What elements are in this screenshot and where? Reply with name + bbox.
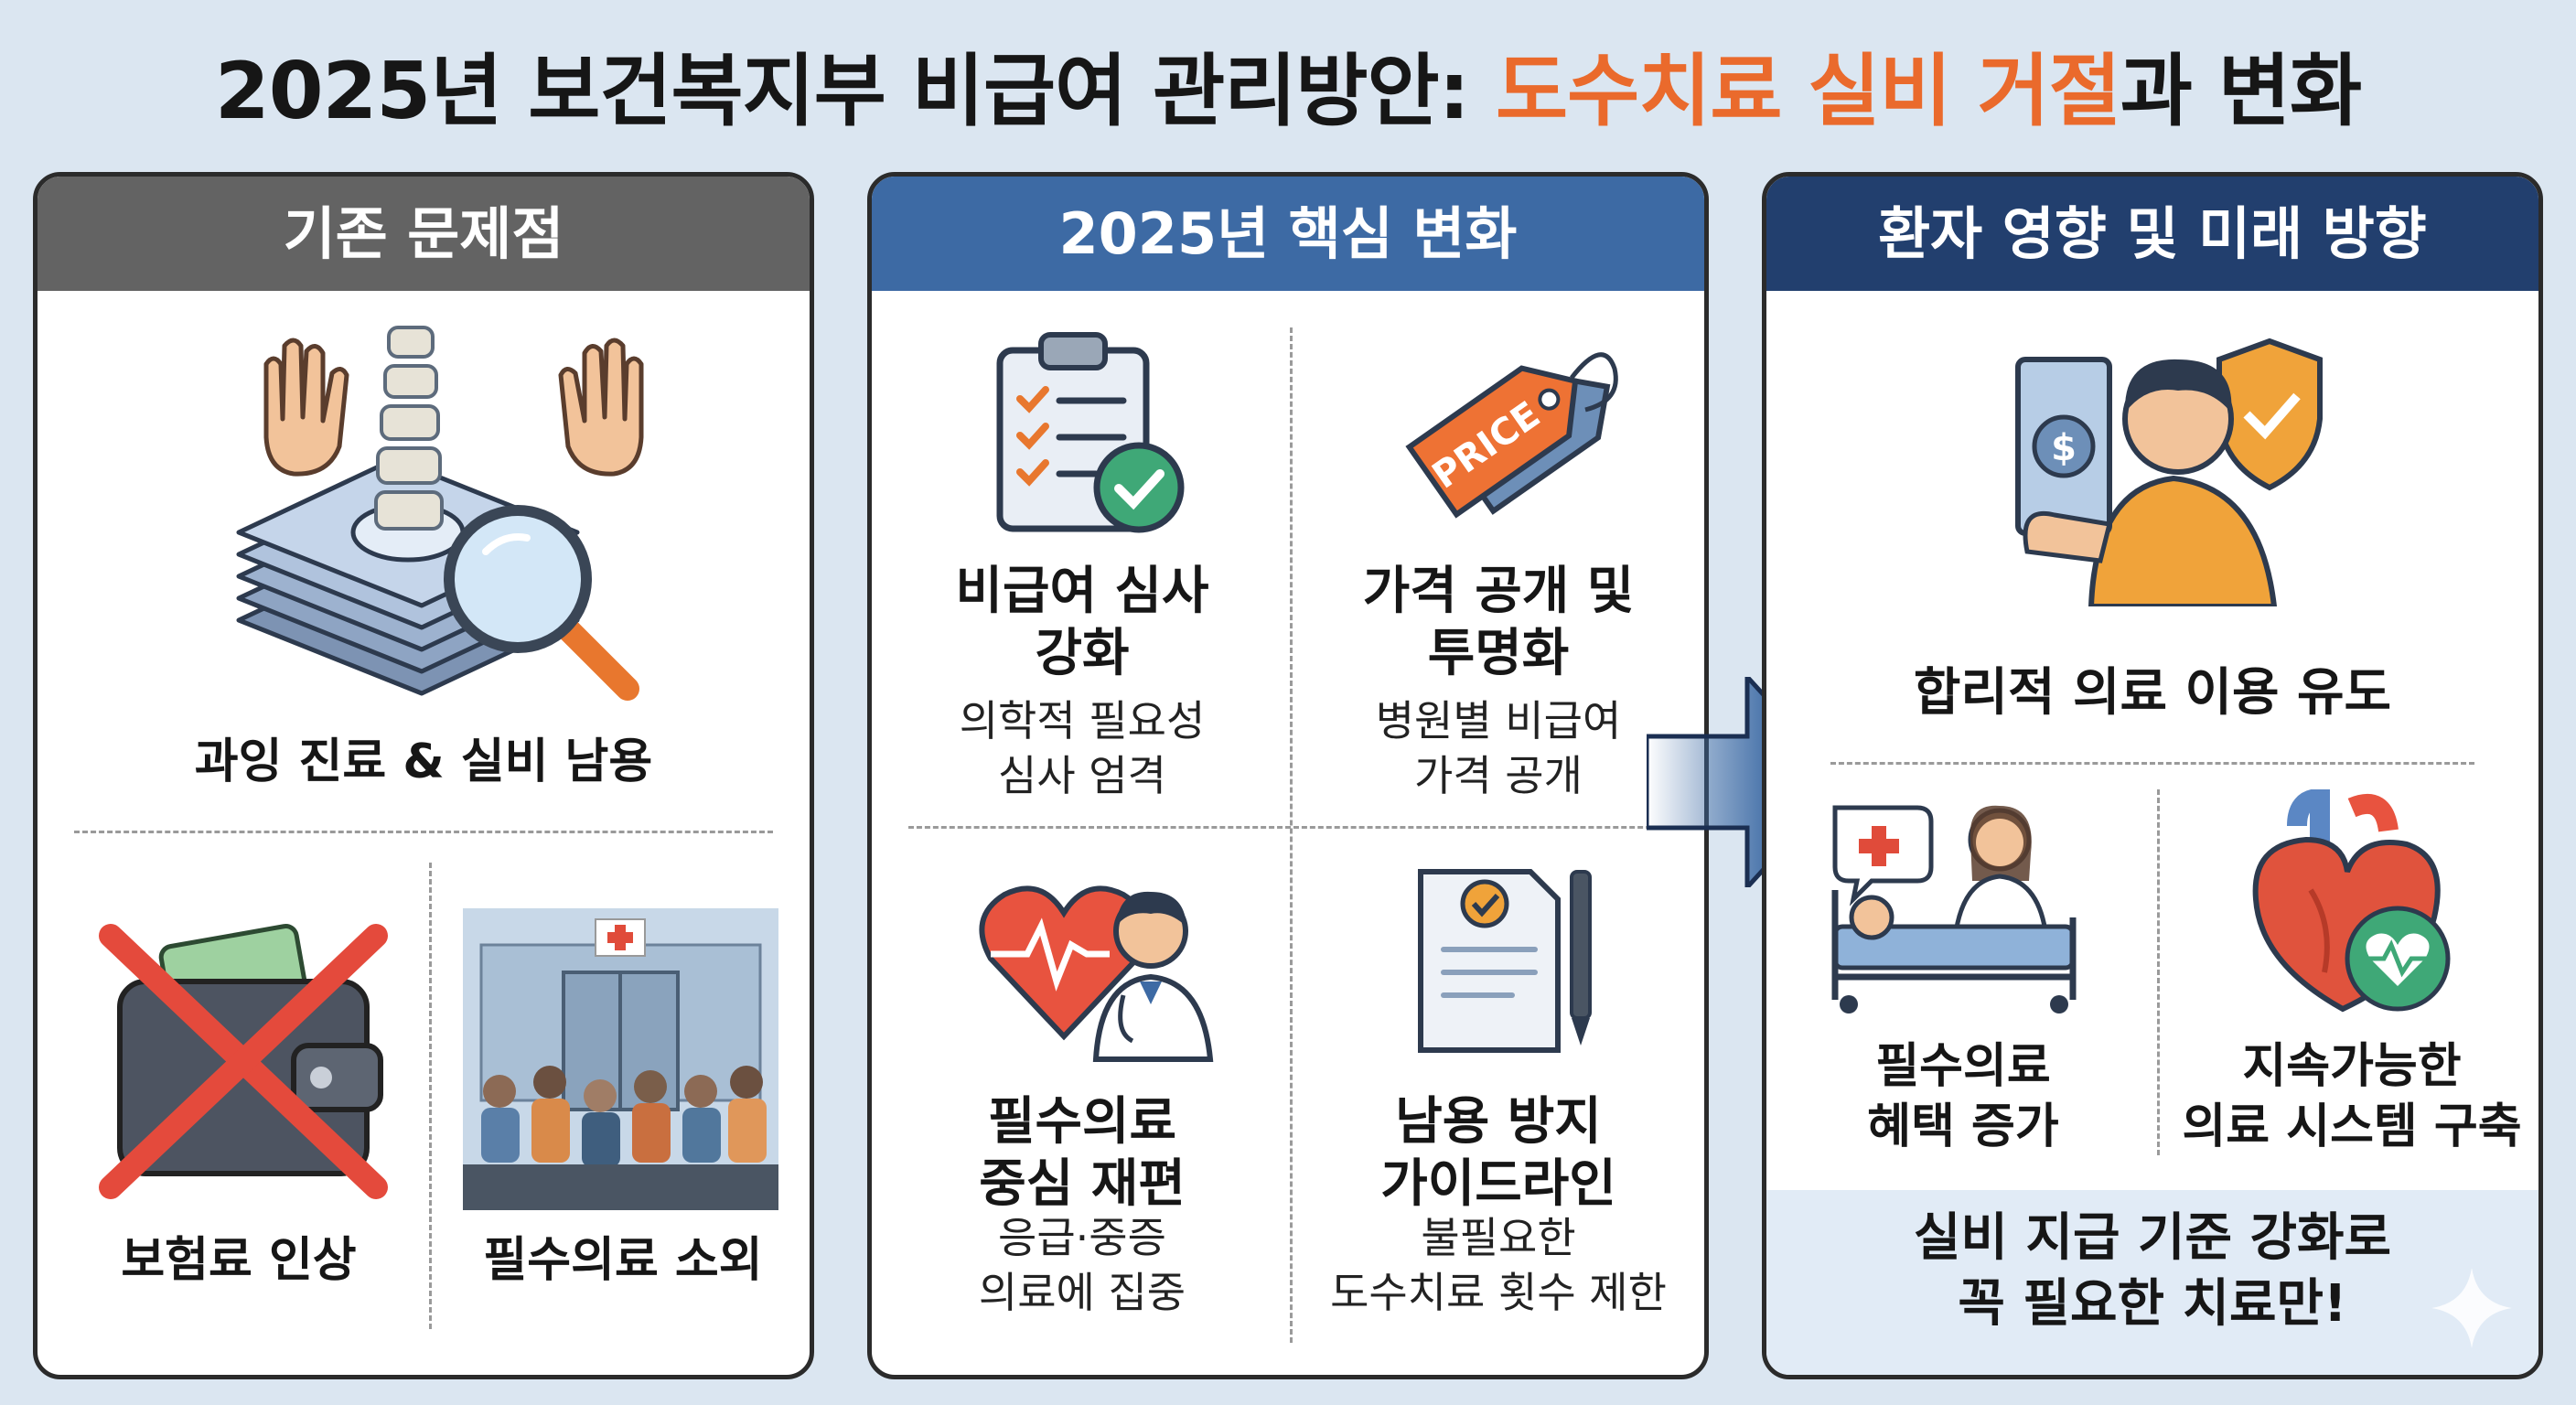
svg-text:$: $ xyxy=(2051,427,2077,469)
desc-line: 도수치료 횟수 제한 xyxy=(1330,1268,1667,1317)
money-stack-magnifier-spine-icon xyxy=(236,326,644,701)
panel-header-existing-problems: 기존 문제점 xyxy=(38,177,810,291)
title-line: 강화 xyxy=(1035,624,1130,683)
panel-header-key-changes: 2025년 핵심 변화 xyxy=(872,177,1704,291)
desc-line: 의학적 필요성 xyxy=(959,696,1206,745)
title-line: 남용 방지 xyxy=(1395,1092,1602,1152)
heart-organ-icon xyxy=(2252,789,2451,1013)
title-line: 혜택 증가 xyxy=(1867,1099,2059,1154)
desc-line: 병원별 비급여 xyxy=(1375,696,1622,745)
item-title-review: 비급여 심사 강화 xyxy=(890,561,1274,685)
desc-line: 의료에 집중 xyxy=(978,1268,1186,1317)
desc-line: 불필요한 xyxy=(1421,1213,1576,1262)
footer-line: 실비 지급 기준 강화로 xyxy=(1913,1208,2392,1268)
label-rational-use: 합리적 의료 이용 유도 xyxy=(1913,663,2392,723)
panel-key-changes-2025: 2025년 핵심 변화 비급여 심사 강화 의학적 필요성 심사 엄격 PRIC… xyxy=(867,172,1709,1379)
item-title-price: 가격 공개 및 투명화 xyxy=(1302,561,1695,685)
title-line: 필수의료 xyxy=(1875,1039,2051,1094)
panel-patient-impact: 환자 영향 및 미래 방향 $ 합리적 의료 이용 유도 필수의료 혜택 증가 xyxy=(1762,172,2543,1379)
desc-line: 가격 공개 xyxy=(1414,751,1583,800)
hospital-waiting-crowd-icon xyxy=(463,908,778,1210)
title-line: 투명화 xyxy=(1427,624,1570,683)
item-desc-essential: 응급·중증 의료에 집중 xyxy=(890,1210,1274,1320)
title-accent: 도수치료 실비 거절 xyxy=(1495,46,2121,137)
panel-header-patient-impact: 환자 영향 및 미래 방향 xyxy=(1766,177,2538,291)
panel-existing-problems: 기존 문제점 과잉 진료 & 실비 남용 xyxy=(33,172,814,1379)
item-title-essential-benefit: 필수의료 혜택 증가 xyxy=(1785,1036,2141,1157)
person-money-shield-icon: $ xyxy=(2015,338,2323,606)
divider xyxy=(74,831,773,833)
title-line: 가이드라인 xyxy=(1380,1154,1616,1214)
divider xyxy=(908,826,1668,829)
sparkle-icon xyxy=(2431,1268,2512,1348)
page-title: 2025년 보건복지부 비급여 관리방안: 도수치료 실비 거절과 변화 xyxy=(0,37,2576,146)
desc-line: 응급·중증 xyxy=(998,1213,1166,1262)
footer-line: 꼭 필요한 치료만! xyxy=(1958,1274,2347,1334)
heart-doctor-icon xyxy=(979,885,1214,1062)
title-line: 의료 시스템 구축 xyxy=(2182,1099,2522,1154)
item-desc-price: 병원별 비급여 가격 공개 xyxy=(1302,693,1695,803)
label-premium-increase: 보험료 인상 xyxy=(121,1233,357,1288)
divider xyxy=(429,863,432,1329)
title-line: 중심 재편 xyxy=(979,1154,1186,1214)
title-part2: 과 변화 xyxy=(2120,46,2362,137)
price-tag-icon: PRICE xyxy=(1405,352,1618,519)
footer-message: 실비 지급 기준 강화로 꼭 필요한 치료만! xyxy=(1766,1206,2538,1337)
item-title-guideline: 남용 방지 가이드라인 xyxy=(1302,1091,1695,1216)
document-pen-icon xyxy=(1418,869,1592,1053)
divider xyxy=(1830,762,2474,765)
item-desc-guideline: 불필요한 도수치료 횟수 제한 xyxy=(1302,1210,1695,1320)
item-desc-review: 의학적 필요성 심사 엄격 xyxy=(890,693,1274,803)
title-part1: 2025년 보건복지부 비급여 관리방안: xyxy=(214,46,1496,137)
item-title-essential: 필수의료 중심 재편 xyxy=(890,1091,1274,1216)
footer-banner xyxy=(1766,1190,2538,1375)
title-line: 지속가능한 xyxy=(2242,1039,2462,1094)
divider xyxy=(1290,327,1293,1343)
item-title-sustainable: 지속가능한 의료 시스템 구축 xyxy=(2169,1036,2535,1157)
title-line: 가격 공개 및 xyxy=(1362,562,1635,621)
title-line: 필수의료 xyxy=(987,1092,1177,1152)
label-essential-care-neglect: 필수의료 소외 xyxy=(483,1233,763,1288)
patient-bed-doctor-icon xyxy=(1831,805,2077,1014)
desc-line: 심사 엄격 xyxy=(998,751,1166,800)
label-overtreatment: 과잉 진료 & 실비 남용 xyxy=(194,735,653,789)
title-line: 비급여 심사 xyxy=(955,562,1209,621)
clipboard-check-icon xyxy=(996,332,1185,533)
divider xyxy=(2157,789,2160,1155)
crossed-wallet-icon xyxy=(99,924,388,1199)
